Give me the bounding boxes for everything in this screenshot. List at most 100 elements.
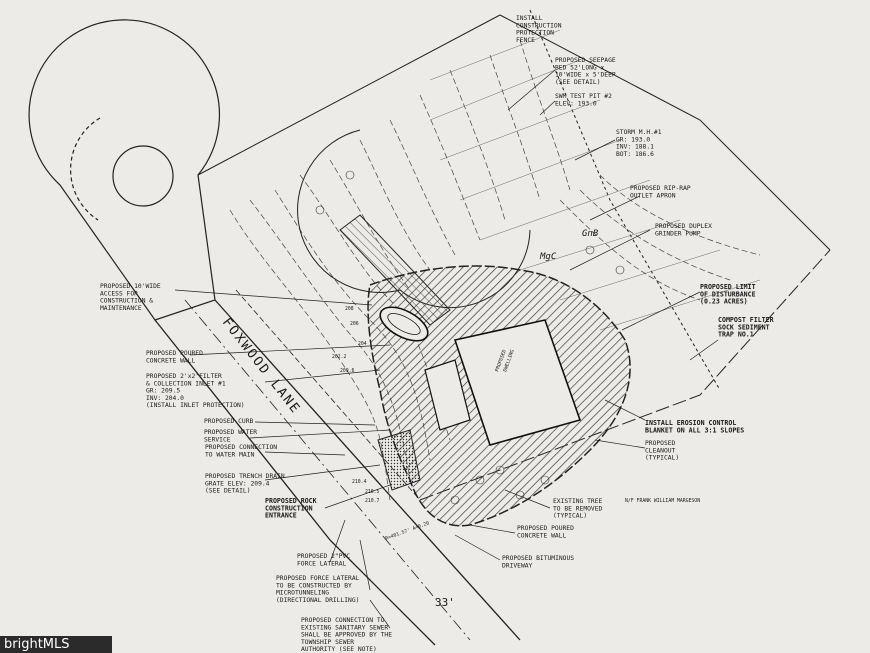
callout-line: AUTHORITY (SEE NOTE) (301, 646, 377, 653)
callout-line: SOCK SEDIMENT (718, 323, 770, 331)
callout-line: ACCESS FOR (100, 290, 138, 297)
callout-line: PROPOSED BITUMINOUS (502, 555, 574, 562)
callout-line: PROPOSED WATER (204, 429, 257, 436)
callout-line: SERVICE (204, 436, 231, 443)
callout-line: PROPOSED POURED (146, 350, 203, 357)
cul-de-sac (28, 19, 221, 321)
owner-note: N/F FRANK WILLIAM MARGESON (625, 498, 700, 504)
callout-line: TRAP NO.1 (718, 331, 754, 339)
callout-line: CONSTRUCTION & (100, 298, 153, 305)
callout-line: & COLLECTION INLET #1 (146, 380, 226, 387)
callout-line: MICROTUNNELING (276, 590, 329, 597)
callout-line: GRATE ELEV: 209.4 (205, 480, 270, 487)
callout-line: PROPOSED RIP-RAP (630, 185, 691, 192)
callout-line: PROPOSED LIMIT (700, 283, 756, 291)
callout-line: EXISTING TREE (553, 498, 602, 505)
callout-line: PROPOSED 2'x2'FILTER (146, 373, 222, 380)
callout-line: GRINDER PUMP (655, 230, 701, 237)
watermark-text: brightMLS (4, 637, 70, 652)
callout-line: (0.23 ACRES) (700, 298, 748, 306)
callout-line: FENCE (516, 37, 535, 44)
callout-line: (DIRECTIONAL DRILLING) (276, 597, 359, 604)
spot-elevation: 206 (350, 321, 359, 327)
callout-line: PROTECTION (516, 30, 554, 37)
callout-line: TO WATER MAIN (205, 451, 254, 458)
curve-data: R=401.57' A=9.20 (385, 520, 431, 541)
spot-elevation: 210.4 (352, 479, 367, 485)
callout-line: PROPOSED ROCK (265, 497, 317, 505)
callout-line: (SEE DETAIL) (205, 488, 251, 495)
spot-elevation: 210.5 (365, 489, 380, 495)
frontage-dimension: 33' (435, 596, 455, 609)
callout-line: EXISTING SANITARY SEWER (301, 624, 388, 631)
watermark-logo: brightMLS (0, 636, 112, 653)
callout-line: PROPOSED (645, 440, 676, 447)
callout-line: (TYPICAL) (553, 513, 587, 520)
leader-lines (174, 69, 719, 629)
callout-line: CONSTRUCTION (265, 504, 313, 512)
callout-line: CLEANOUT (645, 447, 676, 454)
soil-label-mgc: MgC (539, 252, 557, 262)
soil-label-gnb: GnB (582, 229, 599, 239)
callout-line: TO BE CONSTRUCTED BY (276, 582, 352, 589)
callout-line: ENTRANCE (265, 512, 297, 520)
callout-line: PROPOSED TRENCH DRAIN (205, 473, 285, 480)
spot-elevation: 209.6 (340, 368, 355, 374)
callout-line: GR: 209.5 (146, 388, 180, 395)
tree-symbols (315, 170, 625, 505)
callout-line: BOT: 186.6 (616, 151, 654, 158)
callout-line: MAINTENANCE (100, 305, 142, 312)
spot-elevation: 210.7 (365, 498, 380, 504)
callout-line: FORCE LATERAL (297, 560, 346, 567)
callout-line: INSTALL EROSION CONTROL (645, 419, 736, 427)
callout-line: (SEE DETAIL) (555, 79, 601, 86)
callout-line: CONSTRUCTION (516, 22, 562, 29)
callout-line: SWM TEST PIT #2 (555, 93, 612, 100)
callout-line: OF DISTURBANCE (700, 290, 756, 298)
callout-line: CONCRETE WALL (517, 532, 566, 539)
callout-line: DRIVEWAY (502, 562, 533, 569)
spot-elevation: 204 (358, 341, 367, 347)
left-callout: PROPOSED CURB (204, 418, 253, 425)
callout-line: PROPOSED CURB (204, 418, 253, 425)
spot-elevation: 208 (345, 306, 354, 312)
callout-line: TO BE REMOVED (553, 505, 602, 512)
left-callout: PROPOSED 2'x2'FILTER& COLLECTION INLET #… (146, 373, 245, 409)
callout-line: PROPOSED FORCE LATERAL (276, 575, 360, 582)
callout-line: PROPOSED DUPLEX (655, 223, 712, 230)
callout-line: PROPOSED POURED (517, 525, 574, 532)
callout-line: ELEV: 193.0 (555, 100, 597, 107)
callout-line: PROPOSED 10'WIDE (100, 283, 161, 290)
callout-line: PROPOSED CONNECTION TO (301, 617, 385, 624)
spot-elevations: 210.4 210.5 210.7 209.6 202.2 204 206 20… (332, 306, 380, 504)
callout-line: CONCRETE WALL (146, 357, 195, 364)
callout-line: SHALL BE APPROVED BY THE (301, 632, 392, 639)
callout-line: BLANKET ON ALL 3:1 SLOPES (645, 426, 744, 434)
callout-line: PROPOSED CONNECTION (205, 444, 277, 451)
disturbance-area (367, 265, 631, 527)
callout-line: INSTALL (516, 15, 543, 22)
spot-elevation: 202.2 (332, 354, 347, 360)
grid-hatch-lines (429, 29, 761, 331)
callout-line: (TYPICAL) (645, 455, 679, 462)
road-edges (154, 289, 521, 646)
callout-line: BED 52'LONG x (555, 64, 604, 71)
